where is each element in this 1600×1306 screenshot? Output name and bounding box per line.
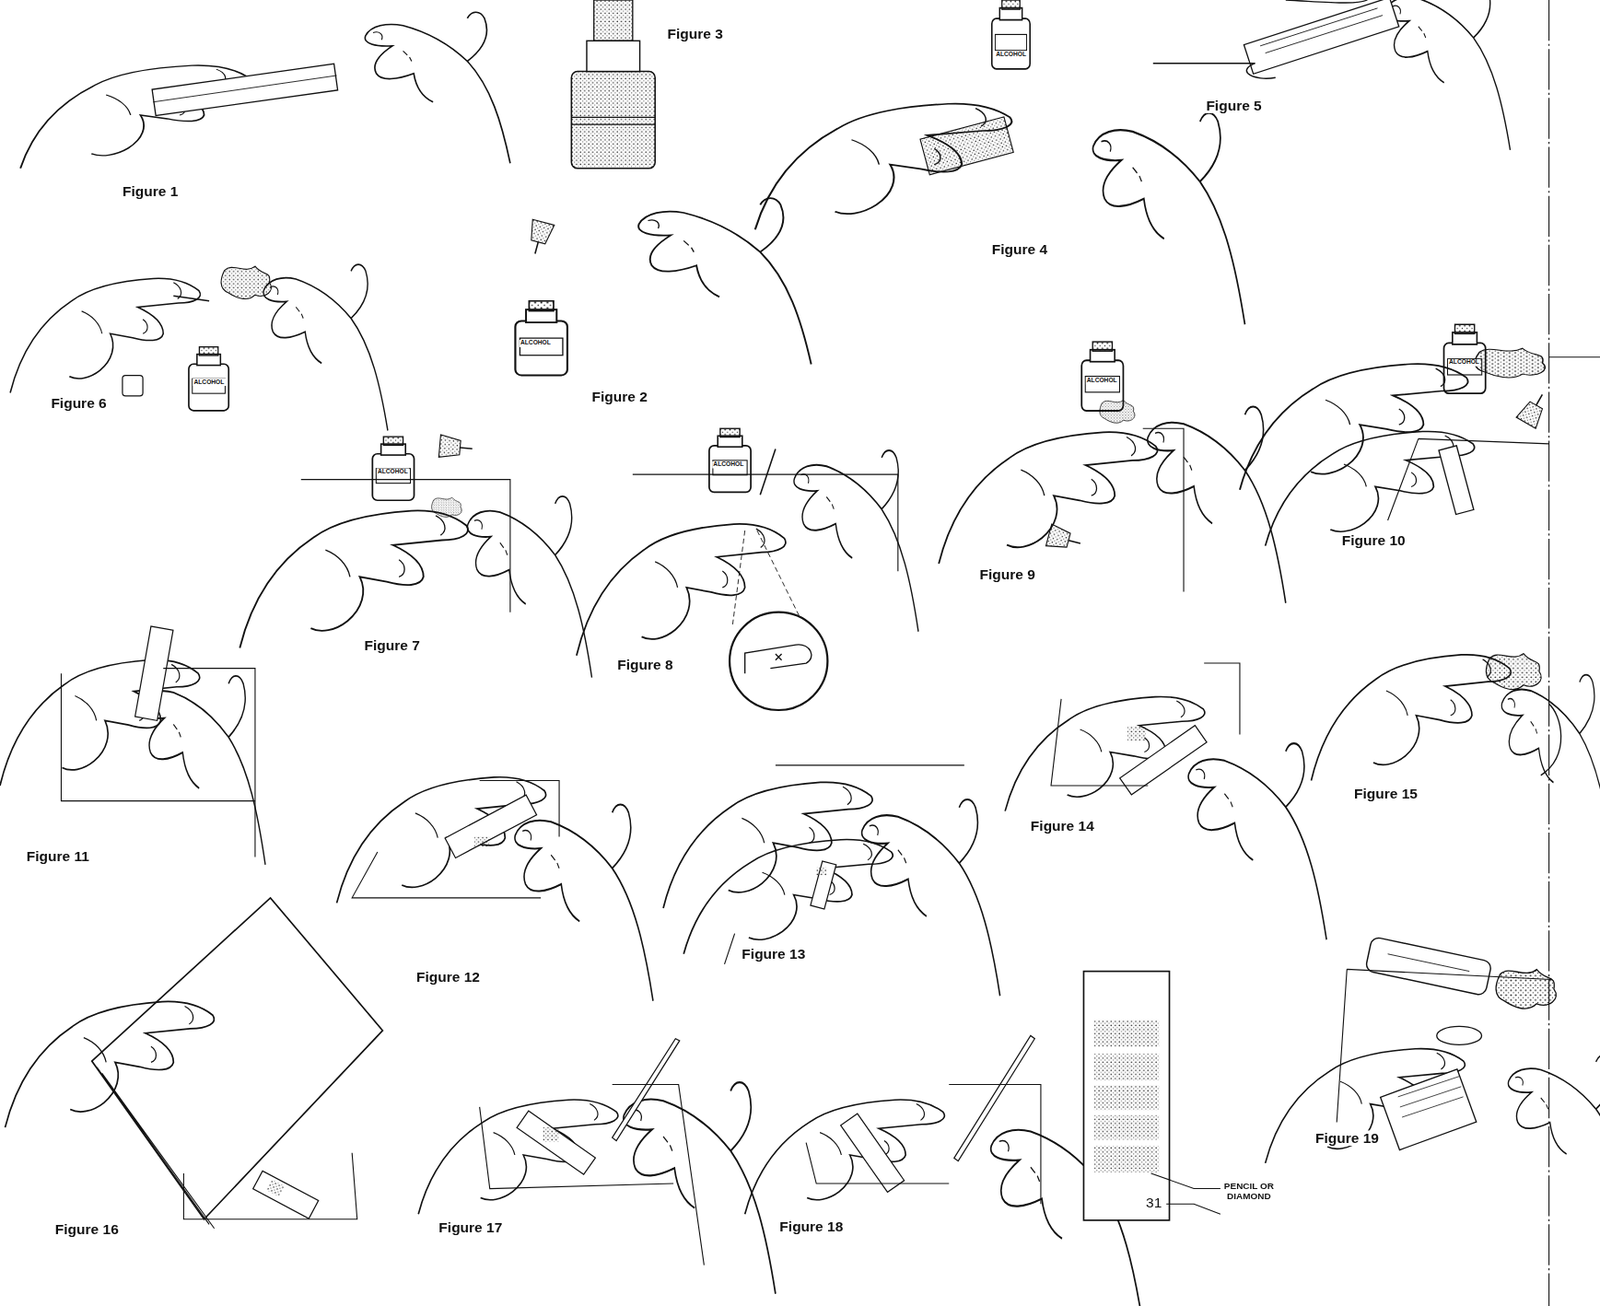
figure-number: Figure 7 — [362, 637, 422, 654]
figure-number: Figure 18 — [777, 1219, 845, 1236]
bottle-label: ALCOHOL — [994, 50, 1028, 58]
slide-number: 31 — [1144, 1194, 1163, 1211]
figure-number: Figure 9 — [977, 567, 1038, 584]
bottle-label: ALCOHOL — [192, 378, 225, 386]
figure-number: Figure 10 — [1340, 532, 1408, 549]
figure-number: Figure 2 — [589, 389, 650, 406]
bottle-label: ALCOHOL — [712, 461, 745, 468]
figure-number: Figure 4 — [990, 242, 1051, 258]
figure-number: Figure 3 — [665, 26, 725, 43]
bottle-label: ALCOHOL — [1086, 377, 1119, 385]
callout-label: PENCIL OR DIAMOND — [1222, 1181, 1276, 1203]
figure-number: Figure 14 — [1028, 817, 1097, 834]
figure-number: Figure 15 — [1352, 786, 1420, 803]
figure-number: Figure 19 — [1313, 1130, 1381, 1146]
figure-number: Figure 12 — [414, 969, 482, 985]
figure-number: Figure 1 — [120, 183, 181, 199]
figure-number: Figure 6 — [48, 396, 109, 412]
bottle-label: ALCOHOL — [1448, 359, 1481, 366]
figure-number: Figure 17 — [436, 1220, 504, 1237]
bottle-label: ALCOHOL — [519, 339, 552, 347]
bottle-label: ALCOHOL — [376, 467, 409, 475]
figure-number: Figure 11 — [24, 849, 93, 865]
figure-number: Figure 16 — [53, 1222, 121, 1238]
figure-number: Figure 5 — [1203, 97, 1264, 114]
figure-number: Figure 8 — [615, 656, 676, 673]
figure-number: Figure 13 — [739, 946, 807, 963]
